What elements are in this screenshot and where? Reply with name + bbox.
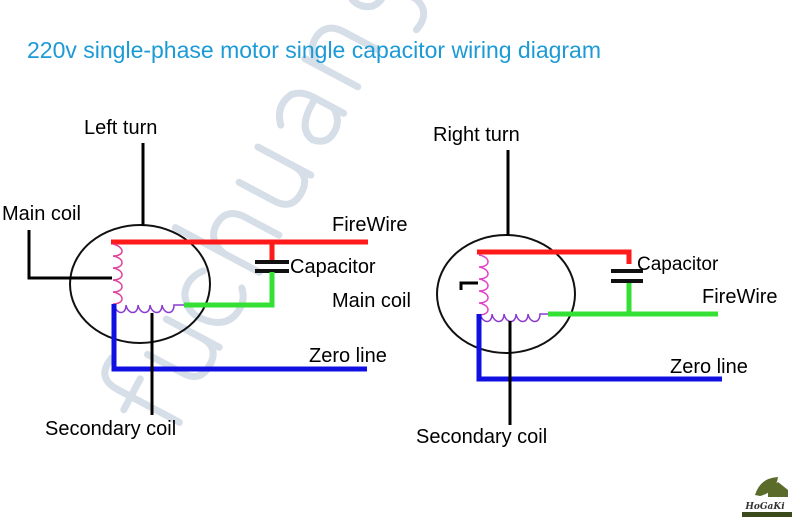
capacitor-label: Capacitor <box>290 256 376 278</box>
logo-brand: HoGaKi <box>744 502 785 512</box>
page-title: 220v single-phase motor single capacitor… <box>27 37 601 63</box>
secondary-coil <box>479 313 548 323</box>
capacitor-lead <box>184 272 275 308</box>
firewire-label: FireWire <box>332 214 408 236</box>
right-diagram: Right turn Main coil FireWire Capacitor … <box>332 124 778 448</box>
fire-wire <box>477 249 632 264</box>
capacitor-lead <box>548 283 718 317</box>
hogaki-logo: HoGaKi <box>742 477 792 517</box>
left-turn-label: Left turn <box>84 117 157 139</box>
watermark <box>101 0 428 426</box>
fire-wire <box>111 239 368 262</box>
zero-line-label: Zero line <box>309 345 387 367</box>
leader-lines <box>459 150 512 425</box>
motor-circle <box>69 224 211 344</box>
capacitor-symbol <box>611 269 643 283</box>
main-coil <box>112 243 123 305</box>
main-coil <box>478 254 489 316</box>
capacitor-label: Capacitor <box>637 254 719 275</box>
zero-line-label: Zero line <box>670 356 748 378</box>
logo-tagline-bar <box>742 512 792 517</box>
main-coil-label: Main coil <box>332 290 411 312</box>
house-leaf-icon <box>755 477 788 497</box>
main-coil-label: Main coil <box>2 203 81 225</box>
left-diagram: Left turn Main coil FireWire Capacitor Z… <box>2 117 408 440</box>
secondary-coil <box>113 304 184 314</box>
leader-lines <box>27 143 154 415</box>
secondary-coil-label: Secondary coil <box>45 418 176 440</box>
right-turn-label: Right turn <box>433 124 520 146</box>
firewire-label: FireWire <box>702 286 778 308</box>
zero-line <box>476 314 722 382</box>
secondary-coil-label: Secondary coil <box>416 426 547 448</box>
motor-circle <box>436 234 576 354</box>
capacitor-symbol <box>255 260 289 273</box>
zero-line <box>111 304 367 372</box>
